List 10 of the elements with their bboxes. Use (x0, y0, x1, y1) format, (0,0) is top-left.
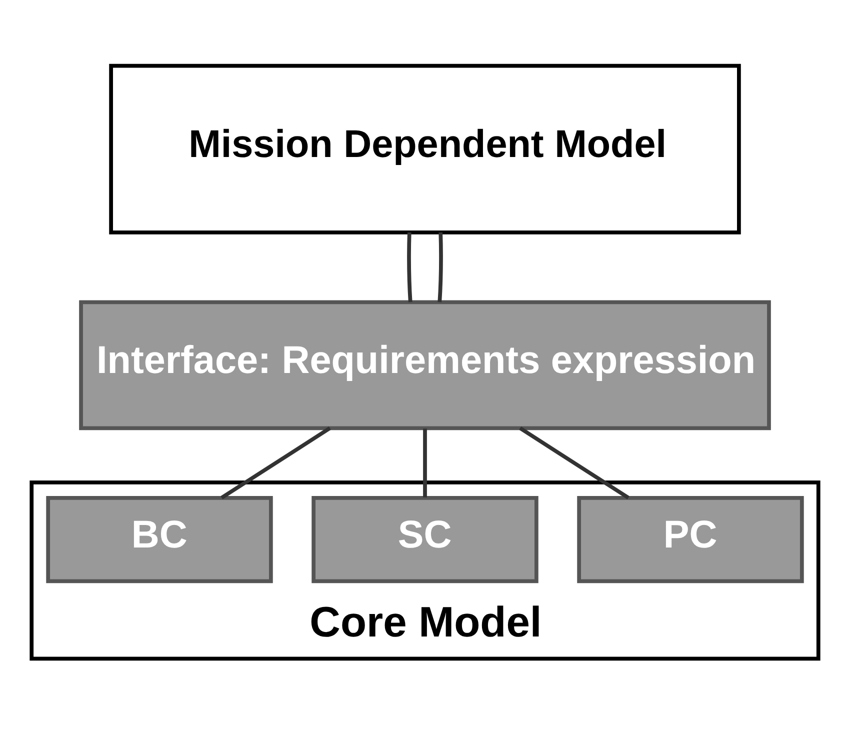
connector (438, 232, 443, 302)
node-box: PC (577, 496, 804, 584)
connector (220, 426, 331, 500)
node-box: SC (312, 496, 538, 584)
node-box: Interface: Requirements expression (79, 300, 771, 430)
node-box: BC (46, 496, 273, 584)
connector (407, 232, 412, 302)
connector (423, 428, 427, 498)
connector (519, 426, 630, 500)
node-box: Mission Dependent Model (109, 64, 741, 234)
